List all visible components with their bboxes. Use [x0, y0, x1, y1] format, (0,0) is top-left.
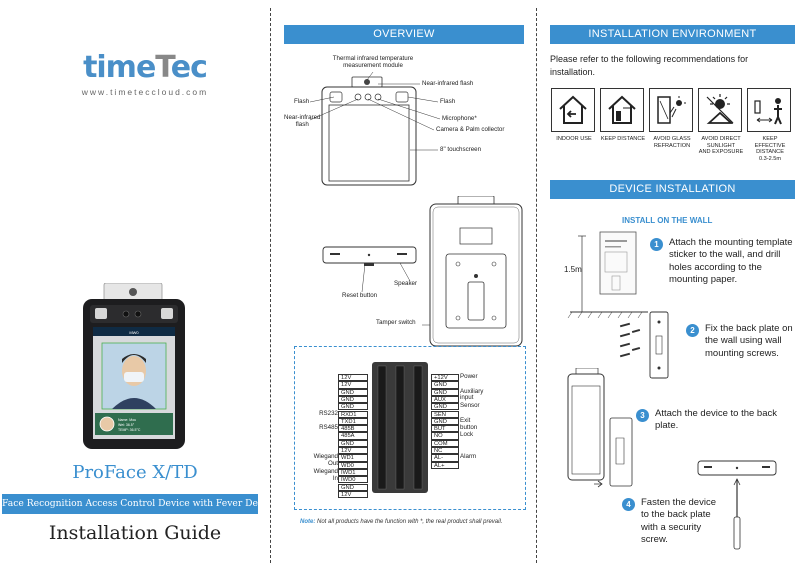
right-group-label: Auxiliary input [460, 387, 484, 402]
right-pin: SEN [431, 410, 459, 418]
right-pin: +12V [431, 374, 459, 382]
label-camera: Camera & Palm collector [436, 126, 505, 133]
cover-panel: timeTec www.timeteccloud.com MW0 Name: M… [0, 0, 270, 571]
env-indoor: INDOOR USE [551, 88, 597, 143]
device-front-illustration: MW0 Name: Mou Wei: 36.5° TEMP: 36.5°C [83, 283, 185, 449]
label-flash-left: Flash [294, 98, 310, 105]
left-pin: TXD1 [338, 417, 368, 426]
left-pin: IWD1 [338, 468, 368, 477]
screen-time: TEMP: 36.5°C [118, 428, 141, 432]
product-subtitle: Face Recognition Access Control Device w… [2, 494, 258, 514]
left-pin: 12V [338, 490, 368, 499]
device-front-diagram [321, 76, 417, 186]
right-group-label: Sensor [460, 402, 480, 410]
right-pin: NO [431, 432, 459, 440]
avoid-sunlight-icon [706, 94, 734, 124]
left-pin: 485B [338, 425, 368, 433]
attach-device-illustration [567, 368, 633, 488]
wiring-connector [372, 362, 428, 493]
left-pin: RXD1 [338, 410, 368, 418]
install-step-1: 1 Attach the mounting template sticker t… [650, 237, 800, 286]
label-nir-flash-left: Near-infrared flash [284, 114, 321, 128]
left-pin: WD1 [338, 454, 368, 462]
divider-left [270, 8, 271, 563]
label-touchscreen: 8" touchscreen [440, 146, 482, 153]
left-group-label: RS485 [319, 424, 338, 432]
label-nir-flash-top: Near-infrared flash [422, 80, 474, 87]
label-tamper-switch: Tamper switch [376, 319, 416, 326]
left-pin: GND [338, 439, 368, 447]
right-pin: AL+ [431, 461, 459, 469]
left-pin: WD0 [338, 461, 368, 469]
brand-logo: timeTec www.timeteccloud.com [80, 50, 210, 97]
device-bottom-diagram [322, 246, 417, 266]
right-pin: COM [431, 439, 459, 447]
security-screw-illustration [697, 460, 777, 550]
right-pin: BUT [431, 425, 459, 433]
effective-distance-icon [754, 98, 782, 125]
left-group-label: RS232 [319, 409, 338, 417]
installation-panel: INSTALLATION ENVIRONMENT Please refer to… [536, 0, 808, 571]
back-plate-illustration [619, 311, 669, 379]
right-pin: GND [431, 417, 459, 426]
left-pin: 12V [338, 374, 368, 382]
screen-temp: Wei: 36.5° [118, 423, 135, 427]
right-group-label: Exit button [460, 416, 478, 431]
left-pin: 12V [338, 447, 368, 455]
brand-url: www.timeteccloud.com [81, 87, 209, 97]
guide-title: Installation Guide [48, 522, 222, 544]
overview-panel: OVERVIEW Thermal infrared temperature me… [270, 0, 536, 571]
right-group-label: Lock [460, 431, 474, 439]
device-install-header: DEVICE INSTALLATION [550, 180, 795, 199]
right-group-label: Alarm [460, 453, 477, 461]
device-back-diagram [429, 196, 523, 347]
left-group-label: Wiegand Out [313, 453, 338, 468]
left-pin: 12V [338, 381, 368, 389]
indoor-use-icon [559, 95, 587, 124]
left-pin: 485A [338, 432, 368, 440]
product-name: ProFace X/TD [72, 462, 198, 483]
right-pin: NC [431, 447, 459, 455]
label-flash-right: Flash [440, 98, 456, 105]
label-speaker: Speaker [394, 280, 418, 287]
left-pin: GND [338, 483, 368, 491]
right-pin: GND [431, 381, 459, 389]
env-keep-distance: KEEP DISTANCE [600, 88, 646, 143]
right-pin: AL- [431, 454, 459, 462]
avoid-glass-icon [657, 96, 686, 124]
environment-intro: Please refer to the following recommenda… [550, 54, 749, 77]
wiring-panel [294, 346, 526, 510]
footnote: Note: Not all products have the function… [300, 519, 503, 525]
right-pin: AUX [431, 395, 459, 404]
right-pin: GND [431, 403, 459, 411]
right-pin: GND [431, 388, 459, 396]
wall-template-illustration [567, 231, 648, 319]
install-step-3: 3 Attach the device to the back plate. [636, 408, 796, 433]
mount-height-label: 1.5m [564, 265, 582, 274]
install-step-4: 4 Fasten the device to the back plate wi… [622, 497, 722, 546]
left-pin: GND [338, 403, 368, 411]
environment-header: INSTALLATION ENVIRONMENT [550, 25, 795, 44]
install-on-wall-heading: INSTALL ON THE WALL [622, 216, 713, 225]
left-pin: GND [338, 395, 368, 404]
logo-wordmark: timeTec [83, 50, 208, 85]
label-microphone: Microphone* [442, 115, 477, 122]
left-group-label: Wiegand In [313, 467, 338, 482]
keep-distance-icon [608, 95, 636, 124]
env-avoid-sunlight: AVOID DIRECT SUNLIGHT AND EXPOSURE [698, 88, 744, 156]
install-step-2: 2 Fix the back plate on the wall using w… [686, 323, 800, 360]
overview-header: OVERVIEW [284, 25, 524, 44]
screen-id: MW0 [129, 330, 139, 335]
label-reset: Reset button [342, 292, 378, 299]
env-avoid-glass: AVOID GLASS REFRACTION [649, 88, 695, 149]
left-pin: IWD0 [338, 476, 368, 484]
left-pin: GND [338, 388, 368, 396]
label-thermal-module: Thermal infrared temperature measurement… [332, 55, 414, 69]
divider-right [536, 8, 537, 563]
environment-icons: INDOOR USE KEEP DISTANCE AVOID GLASS REF… [551, 88, 796, 170]
right-group-label: Power [460, 373, 478, 380]
screen-name: Name: Mou [118, 418, 136, 422]
env-effective-distance: KEEP EFFECTIVE DISTANCE 0.3-2.5m [747, 88, 793, 163]
